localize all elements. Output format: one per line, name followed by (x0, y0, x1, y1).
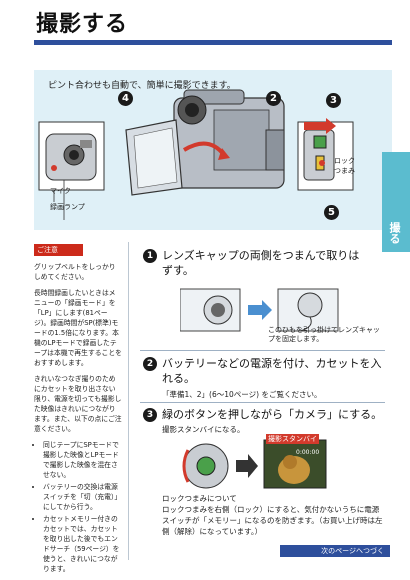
note-bullets: 同じテープにSPモードで撮影した映像とLPモードで撮影した映像を混在させない。 … (34, 440, 122, 574)
section-side-tab (382, 152, 410, 252)
step-3-note: 撮影スタンバイになる。 (162, 425, 245, 434)
note-bullet: カセットメモリー付きのカセットでは、カセットを取り出した後でもエンドサーチ（59… (43, 514, 122, 574)
rec-lamp-dot (51, 165, 57, 171)
caution-badge: ご注意 (34, 244, 83, 256)
note-bullet: 同じテープにSPモードで撮影した映像とLPモードで撮影した映像を混在させない。 (43, 440, 122, 480)
label-rec-lamp: 録画ランプ (50, 203, 85, 211)
caution-notes: グリップベルトをしっかりしめてください。 長時間録画したいときはメニューの「録画… (34, 262, 122, 576)
note-paragraph: 長時間録画したいときはメニューの「録画モード」を「LP」にします(81ページ)。… (34, 289, 122, 367)
callout-2: 2 (266, 91, 281, 106)
page-title: 撮影する (36, 12, 129, 37)
section-side-tab-label: 撮る (388, 222, 401, 244)
lens-cap-illustration (180, 288, 339, 332)
camcorder-illustration (38, 89, 354, 220)
lock-note-heading: ロックつまみについて (162, 494, 237, 503)
step-2-text: バッテリーなどの電源を付け、カセットを入れる。 (162, 357, 382, 385)
step-1-number: 1 (143, 249, 157, 263)
standby-label: 撮影スタンバイ (266, 434, 319, 444)
note-bullet: バッテリーの交換は電源スイッチを「切（充電）」にしてから行う。 (43, 482, 122, 512)
column-divider (128, 242, 129, 560)
divider (140, 350, 385, 351)
lens-cap-caption: このひもを引っ掛けてレンズキャップを固定します。 (268, 326, 380, 343)
next-page-indicator[interactable]: 次のページへつづく (280, 545, 390, 557)
hero-caption: ピント合わせも自動で、簡単に撮影できます。 (48, 81, 236, 91)
step-2-number: 2 (143, 357, 157, 371)
mode-switch-illustration (182, 439, 327, 489)
note-paragraph: きれいなつなぎ撮りのためにカセットを取り出さない限り、電源を切っても撮影した映像… (34, 375, 122, 433)
timecode: 0:00:00 (296, 449, 320, 456)
note-paragraph: グリップベルトをしっかりしめてください。 (34, 263, 116, 281)
callout-3: 3 (326, 93, 341, 108)
label-lock: ロック (334, 157, 355, 165)
title-underline (34, 40, 392, 45)
step-3-number: 3 (143, 408, 157, 422)
step-2-reference: 「準備1、2」(6～10ページ) をご覧ください。 (162, 390, 322, 399)
lock-note-body: ロックつまみを右側（ロック）にすると、気付かないうちに電源スイッチが「メモリー」… (162, 505, 383, 536)
callout-4: 4 (118, 91, 133, 106)
step-1-text: レンズキャップの両側をつまんで取りはずす。 (162, 249, 360, 277)
divider (140, 402, 385, 403)
label-tsumami: つまみ (334, 167, 355, 175)
label-mic: マイク (50, 187, 71, 195)
step-3-text: 緑のボタンを押しながら「カメラ」にする。 (162, 408, 383, 421)
slide-arrow (304, 118, 336, 134)
callout-5: 5 (324, 205, 339, 220)
